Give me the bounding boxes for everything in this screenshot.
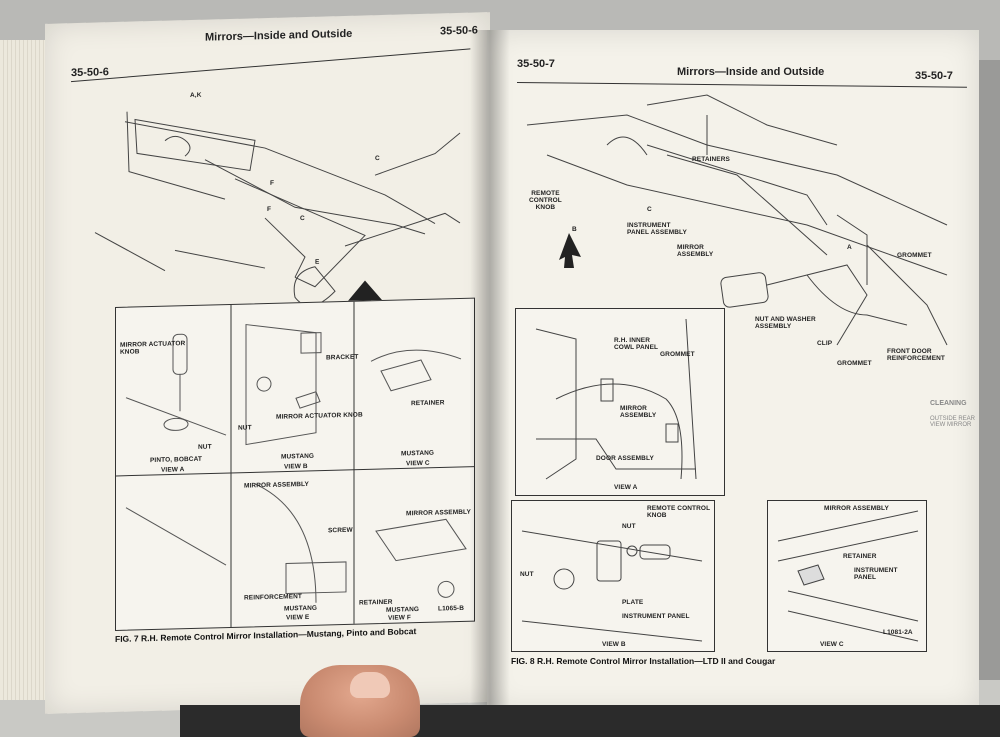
view-a-box: R.H. INNER COWL PANEL GROMMET MIRROR ASS… [515,308,725,496]
label-remote-control-knob-b: REMOTE CONTROL KNOB [647,505,711,519]
label-view-c: VIEW C [406,459,430,468]
right-page-number-left: 35-50-7 [517,58,555,70]
label-mirror-assembly-main: MIRROR ASSEMBLY [677,244,714,258]
label-instrument-panel-c: INSTRUMENT PANEL [854,567,898,581]
label-retainer-c-right: RETAINER [843,553,877,560]
label-c1: C [375,155,380,163]
label-clip: CLIP [817,340,833,347]
figure-8-caption: FIG. 8 R.H. Remote Control Mirror Instal… [511,656,776,666]
label-front-door: FRONT DOOR REINFORCEMENT [887,348,945,362]
label-b-main: B [572,226,577,233]
label-rh-inner-cowl: R.H. INNER COWL PANEL [614,337,659,351]
right-page-title: Mirrors—Inside and Outside [677,66,825,78]
label-nut-b-right: NUT [520,571,534,578]
book-gutter [470,30,510,720]
label-view-c-right: VIEW C [820,641,844,648]
label-view-a: VIEW A [161,466,185,474]
view-c-box: MIRROR ASSEMBLY RETAINER INSTRUMENT PANE… [767,500,927,652]
label-mirror-assembly-a: MIRROR ASSEMBLY [620,405,657,419]
label-pinto-bobcat: PINTO, BOBCAT [150,455,202,465]
label-c2: C [300,215,305,223]
label-mirror-actuator-knob: MIRROR ACTUATOR KNOB [120,340,186,356]
label-ak: A,K [190,91,202,100]
left-view-grid: MIRROR ACTUATOR KNOB NUT PINTO, BOBCAT V… [115,297,475,631]
left-page-title: Mirrors—Inside and Outside [205,27,353,44]
label-view-e: VIEW E [286,613,310,622]
right-page-number-right: 35-50-7 [915,70,953,82]
label-instrument-panel-assembly: INSTRUMENT PANEL ASSEMBLY [627,222,687,236]
label-nut-top-b: NUT [622,523,636,530]
bleed-text-cleaning: CLEANING [930,400,967,407]
label-view-b-right: VIEW B [602,641,626,648]
left-page: 35-50-6 Mirrors—Inside and Outside 35-50… [45,12,490,714]
label-code-left: L1065-B [438,604,464,613]
label-grommet-main: GROMMET [897,252,932,259]
label-instrument-panel-b: INSTRUMENT PANEL [622,613,690,620]
label-remote-control-knob: REMOTE CONTROL KNOB [529,190,562,211]
label-plate: PLATE [622,599,644,606]
label-bracket: BRACKET [326,353,359,362]
label-nut-a: NUT [198,443,212,451]
label-retainer-f: RETAINER [359,598,393,607]
label-mustang-b: MUSTANG [281,452,315,461]
label-f2: F [267,205,272,214]
label-mirror-assembly-c: MIRROR ASSEMBLY [824,505,889,512]
bleed-text-outside: OUTSIDE REAR VIEW MIRROR [930,416,976,428]
label-mustang-e: MUSTANG [284,604,318,613]
label-grommet2: GROMMET [837,360,872,367]
instrument-panel-illustration [526,94,948,346]
label-retainer-c: RETAINER [411,399,445,408]
label-nut-b: NUT [238,424,252,432]
right-page: 35-50-7 Mirrors—Inside and Outside 35-50… [487,30,979,712]
left-page-number: 35-50-6 [71,66,109,80]
label-mustang-f: MUSTANG [386,606,420,614]
label-f1: F [270,179,275,187]
label-code-right: L1081-2A [883,629,913,636]
label-screw: SCREW [328,526,353,535]
label-grommet-a: GROMMET [660,351,695,358]
label-nut-washer: NUT AND WASHER ASSEMBLY [755,316,816,330]
label-e: E [315,258,320,266]
label-view-b: VIEW B [284,462,308,471]
view-b-box: REMOTE CONTROL KNOB NUT NUT PLATE INSTRU… [511,500,715,652]
thumbnail [350,672,390,698]
label-view-f: VIEW F [388,614,411,622]
label-a-main: A [847,244,852,251]
label-view-a-right: VIEW A [614,484,638,491]
label-mustang-c: MUSTANG [401,449,435,458]
label-door-assembly: DOOR ASSEMBLY [596,455,654,462]
dash-illustration [94,111,461,316]
label-retainers: RETAINERS [692,156,730,163]
label-c-main: C [647,206,652,213]
